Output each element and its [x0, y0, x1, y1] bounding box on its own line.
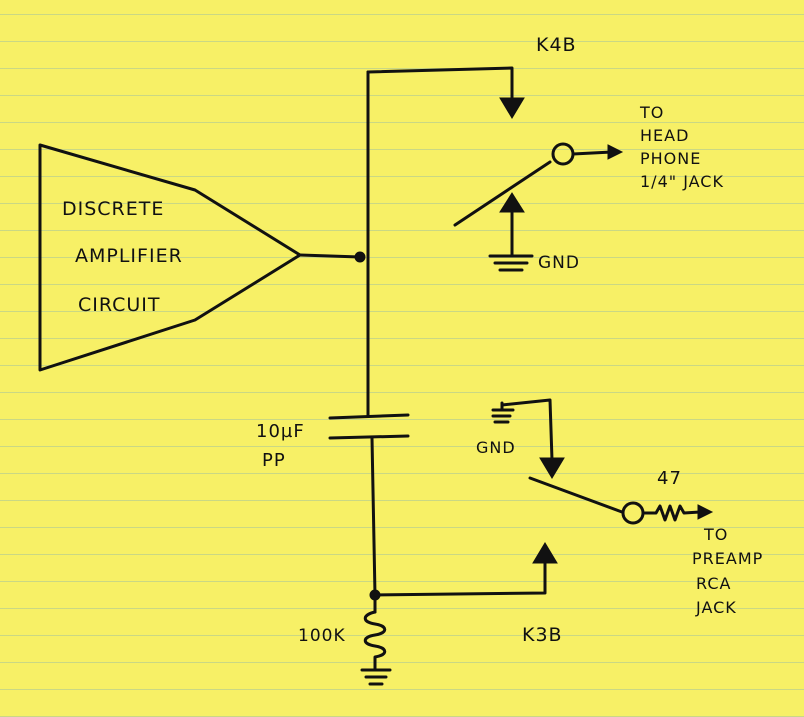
- series-resistor-zigzag: [641, 504, 702, 522]
- k4b-bottom-contact-arrow: [499, 192, 525, 213]
- headphone-label-line3: PHONE: [640, 149, 702, 168]
- headphone-label-line2: HEAD: [640, 126, 690, 145]
- preamp-label-line2: PREAMP: [692, 549, 764, 568]
- headphone-label-line4: 1/4" JACK: [640, 172, 724, 191]
- amp-output-wire: [298, 253, 362, 259]
- headphone-output-wire: [571, 150, 614, 156]
- amplifier-triangle: [38, 143, 302, 372]
- gnd-label-top: GND: [538, 253, 580, 273]
- preamp-label-line4: JACK: [696, 598, 737, 617]
- preamp-label-line1: TO: [704, 525, 729, 544]
- gnd-symbol-bottom: [491, 401, 515, 424]
- amp-label-line2: AMPLIFIER: [75, 245, 183, 267]
- k3b-switch-arm: [528, 476, 624, 514]
- output-junction-dot: [354, 251, 366, 263]
- capacitor-plate-top: [328, 413, 410, 420]
- k3b-gnd-wire: [500, 398, 554, 462]
- capacitor-type-label: PP: [262, 450, 286, 471]
- k3b-bottom-contact-arrow: [532, 542, 558, 564]
- preamp-output-arrow: [697, 504, 714, 520]
- gnd-symbol-resistor: [360, 668, 392, 686]
- main-bus-lower: [370, 436, 377, 597]
- preamp-label-line3: RCA: [696, 574, 732, 593]
- k4b-top-contact-arrow: [499, 97, 525, 119]
- gnd-label-bottom: GND: [476, 438, 516, 457]
- relay-k3b-label: K3B: [522, 624, 563, 646]
- capacitor-plate-bottom: [328, 434, 410, 440]
- gnd-symbol-top: [488, 254, 534, 272]
- k3b-pivot-circle: [621, 501, 645, 525]
- amp-label-line3: CIRCUIT: [78, 294, 161, 316]
- k3b-feed-wire: [373, 560, 547, 597]
- k4b-switch-arm: [453, 160, 552, 227]
- shunt-resistor-label: 100K: [298, 626, 346, 646]
- relay-k4b-label: K4B: [536, 34, 577, 56]
- amp-label-line1: DISCRETE: [62, 198, 165, 220]
- capacitor-value-label: 10µF: [256, 421, 305, 442]
- headphone-label-line1: TO: [640, 103, 665, 122]
- shunt-resistor-coil: [363, 610, 387, 672]
- series-resistor-label: 47: [657, 468, 682, 489]
- headphone-output-arrow: [607, 144, 624, 160]
- k4b-feed-wire: [366, 66, 514, 102]
- k3b-top-contact-arrow: [539, 457, 565, 479]
- k4b-pivot-circle: [551, 142, 575, 166]
